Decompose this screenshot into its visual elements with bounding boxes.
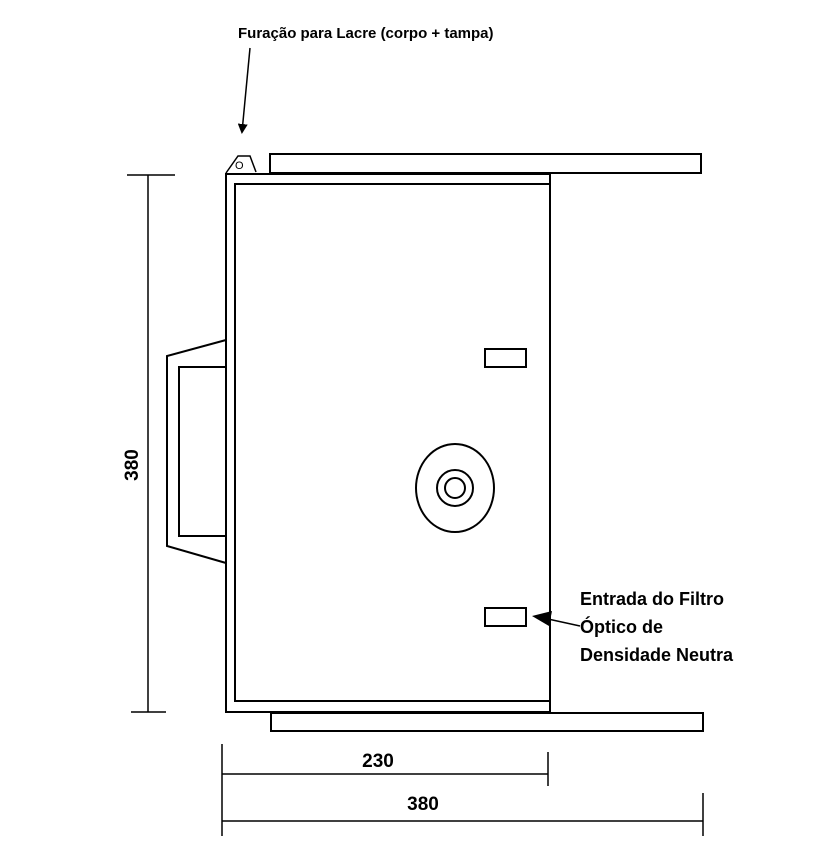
side-handle [166, 339, 227, 564]
seal-hole-leader [237, 47, 251, 134]
enclosure-body [225, 173, 551, 713]
enclosure-inner-panel [234, 183, 551, 702]
outer-width-dimension: 380 [221, 786, 704, 836]
bottom-lid-flange [270, 712, 704, 732]
seal-hole-symbol: O [225, 155, 257, 174]
height-dimension-value: 380 [122, 449, 143, 481]
seal-hole-label: Furação para Lacre (corpo + tampa) [238, 25, 494, 42]
height-dimension: 380 [122, 174, 175, 713]
upper-slot [484, 348, 527, 368]
top-lid-flange [269, 153, 702, 174]
filter-entry-slot [484, 607, 527, 627]
filter-entry-label-line3: Densidade Neutra [580, 645, 734, 665]
inner-width-dimension: 230 [221, 744, 549, 786]
filter-entry-label-line2: Óptico de [580, 616, 663, 637]
optical-port [415, 443, 495, 533]
filter-entry-arrow [532, 611, 581, 627]
inner-width-dimension-value: 230 [362, 751, 394, 772]
outer-width-dimension-value: 380 [407, 794, 439, 815]
filter-entry-label-line1: Entrada do Filtro [580, 589, 724, 609]
seal-hole-symbol-text: O [235, 160, 244, 172]
